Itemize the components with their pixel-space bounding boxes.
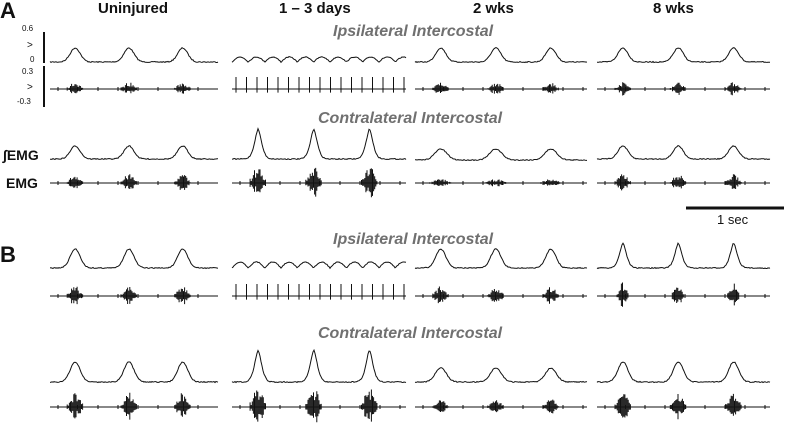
column-header-2-wks: 2 wks xyxy=(473,0,514,17)
trace-a-contra-integrated-8-wks xyxy=(596,145,771,161)
trace-a-contra-emg-uninjured xyxy=(50,174,218,190)
section-title-b-contralateral: Contralateral Intercostal xyxy=(318,325,503,342)
trace-a-ipsi-integrated-uninjured xyxy=(49,47,219,64)
trace-b-contra-emg-2-wks xyxy=(415,399,587,414)
y-scale-raw-top: 0.3 xyxy=(22,67,34,76)
trace-a-contra-emg-1-3-days xyxy=(232,167,406,198)
trace-b-ipsi-emg-2-wks xyxy=(415,286,587,304)
trace-b-ipsi-integrated-uninjured xyxy=(49,248,218,270)
trace-b-ipsi-emg-uninjured xyxy=(50,286,218,305)
trace-a-ipsi-emg-uninjured xyxy=(50,82,218,94)
trace-a-contra-integrated-1-3-days xyxy=(232,127,407,161)
trace-b-contra-integrated-8-wks xyxy=(596,361,771,384)
trace-a-ipsi-emg-8-wks xyxy=(597,82,770,96)
y-scale-raw-bottom: -0.3 xyxy=(17,97,31,106)
trace-b-contra-emg-8-wks xyxy=(597,393,770,420)
y-scale-integrated-bottom: 0 xyxy=(30,55,35,64)
trace-b-ipsi-emg-8-wks xyxy=(597,282,770,307)
trace-a-ipsi-emg-2-wks xyxy=(415,82,587,94)
section-title-a-contralateral: Contralateral Intercostal xyxy=(318,110,503,127)
trace-a-contra-integrated-2-wks xyxy=(415,148,587,162)
row-label-raw-emg: EMG xyxy=(6,175,38,191)
panel-label-b: B xyxy=(0,242,16,267)
y-scale-integrated-top: 0.6 xyxy=(22,24,34,33)
trace-a-ipsi-integrated-8-wks xyxy=(597,47,771,64)
trace-b-ipsi-integrated-2-wks xyxy=(414,248,588,269)
trace-b-ipsi-integrated-8-wks xyxy=(596,242,771,270)
panel-label-a: A xyxy=(0,0,16,23)
trace-b-contra-emg-1-3-days xyxy=(232,389,406,423)
column-header-1-3-days: 1 – 3 days xyxy=(279,0,351,17)
trace-a-contra-emg-2-wks xyxy=(415,179,587,187)
trace-layer xyxy=(49,47,771,423)
trace-b-contra-integrated-uninjured xyxy=(49,361,219,384)
column-header-8-wks: 8 wks xyxy=(653,0,694,17)
row-label-integrated-emg: ∫EMG xyxy=(3,147,39,163)
trace-a-contra-emg-8-wks xyxy=(597,174,770,191)
column-header-uninjured: Uninjured xyxy=(98,0,168,17)
trace-b-ipsi-emg-1-3-days xyxy=(232,284,406,300)
time-scale-label: 1 sec xyxy=(717,212,749,227)
trace-a-contra-integrated-uninjured xyxy=(50,145,218,161)
y-scale-integrated-unit: > xyxy=(27,40,33,51)
section-title-b-ipsilateral: Ipsilateral Intercostal xyxy=(333,231,494,248)
trace-b-contra-integrated-2-wks xyxy=(414,367,588,384)
trace-a-ipsi-integrated-2-wks xyxy=(414,47,588,64)
y-scale-raw-unit: > xyxy=(27,82,33,93)
trace-b-contra-emg-uninjured xyxy=(50,392,218,420)
trace-a-ipsi-emg-1-3-days xyxy=(232,77,406,93)
trace-b-ipsi-integrated-1-3-days xyxy=(231,261,407,270)
section-title-a-ipsilateral: Ipsilateral Intercostal xyxy=(333,23,494,40)
trace-b-contra-integrated-1-3-days xyxy=(231,348,407,384)
trace-a-ipsi-integrated-1-3-days xyxy=(231,56,407,64)
